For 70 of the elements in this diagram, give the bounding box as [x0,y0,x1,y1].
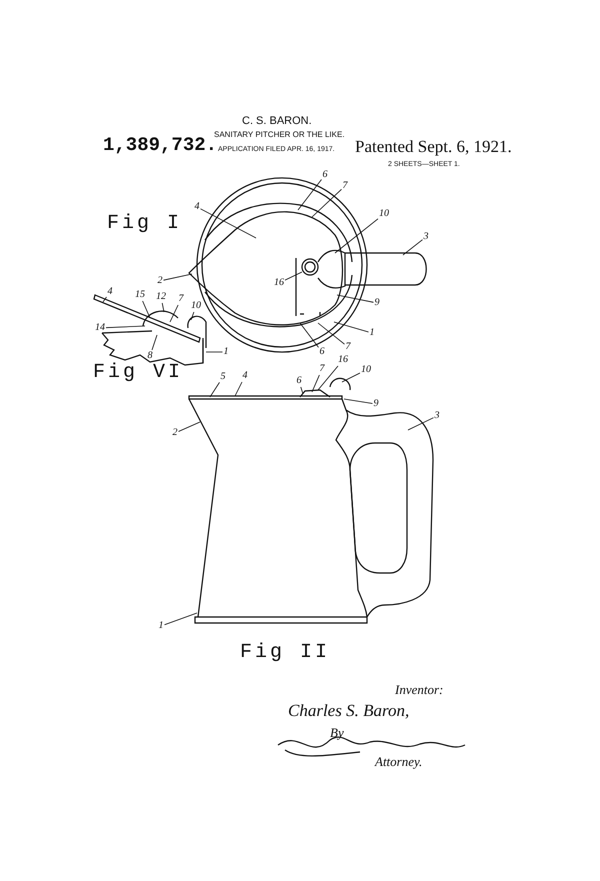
callout-number: 14 [95,323,105,333]
callout-number: 1 [158,621,164,631]
callout-number: 3 [424,232,428,242]
leader-line [234,382,242,396]
leader-line [106,326,146,328]
callout-number: 9 [374,399,378,409]
leader-line [300,386,304,394]
patent-date: Patented Sept. 6, 1921. [355,138,512,155]
callout-number: 10 [361,365,371,375]
leader-line [312,374,320,392]
callout-number: 9 [374,298,380,308]
callout-number: 2 [158,276,162,286]
callout-number: 5 [220,372,226,382]
leader-line [284,272,302,280]
callout-number: 4 [194,202,200,212]
callout-number: 3 [434,411,440,421]
callout-number: 15 [135,290,145,300]
callout-number: 10 [191,301,201,311]
callout-number: 6 [322,170,328,180]
leader-line [163,274,192,281]
callout-number: 7 [346,342,350,352]
leader-line [334,218,378,254]
callout-number: 10 [379,209,389,219]
by-text: By [330,726,344,739]
callout-number: 1 [370,328,374,338]
leader-line [312,188,342,218]
leader-line [178,422,200,432]
callout-number: 4 [242,371,248,381]
leader-line [190,312,194,320]
leader-line [402,239,423,256]
leader-line [210,382,220,398]
callout-number: 7 [320,364,324,374]
pitcher-top-view-drawing [188,178,427,352]
callout-number: 16 [274,278,284,288]
leader-line [200,208,256,238]
callout-number: 7 [342,181,348,191]
leader-line [300,322,319,348]
title-text: SANITARY PITCHER OR THE LIKE. [214,131,345,139]
leader-line [152,334,158,350]
leader-line [162,302,164,312]
leader-line [102,296,107,302]
leader-line [318,322,345,345]
inventor-signature: Charles S. Baron, [288,702,410,719]
callout-number: 12 [156,292,166,302]
leader-line [408,417,434,430]
callout-number: 6 [296,376,302,386]
callout-number: 8 [148,351,152,361]
leader-line [318,366,338,390]
leader-line [164,612,198,626]
figure-label: Fig II [240,643,330,663]
attorney-label: Attorney. [375,755,422,768]
leader-line [342,372,360,382]
leader-line [344,398,373,404]
patent-number: 1,389,732. [103,136,218,155]
callout-number: 6 [320,347,324,357]
callout-number: 4 [108,287,112,297]
inventor-label: Inventor: [395,683,444,696]
leader-line [298,179,322,210]
pitcher-side-view-drawing [188,378,434,624]
header-text: C. S. BARON. [242,116,312,127]
callout-number: 2 [172,428,178,438]
callout-number: 7 [178,294,184,304]
leader-line [142,300,150,318]
figure-label: Fig VI [93,363,184,383]
figure-label: Fig I [107,214,182,234]
leader-line [334,322,369,332]
callout-number: 1 [224,347,228,357]
leader-line [336,294,374,303]
callout-number: 16 [338,355,348,365]
leader-line [170,304,178,322]
